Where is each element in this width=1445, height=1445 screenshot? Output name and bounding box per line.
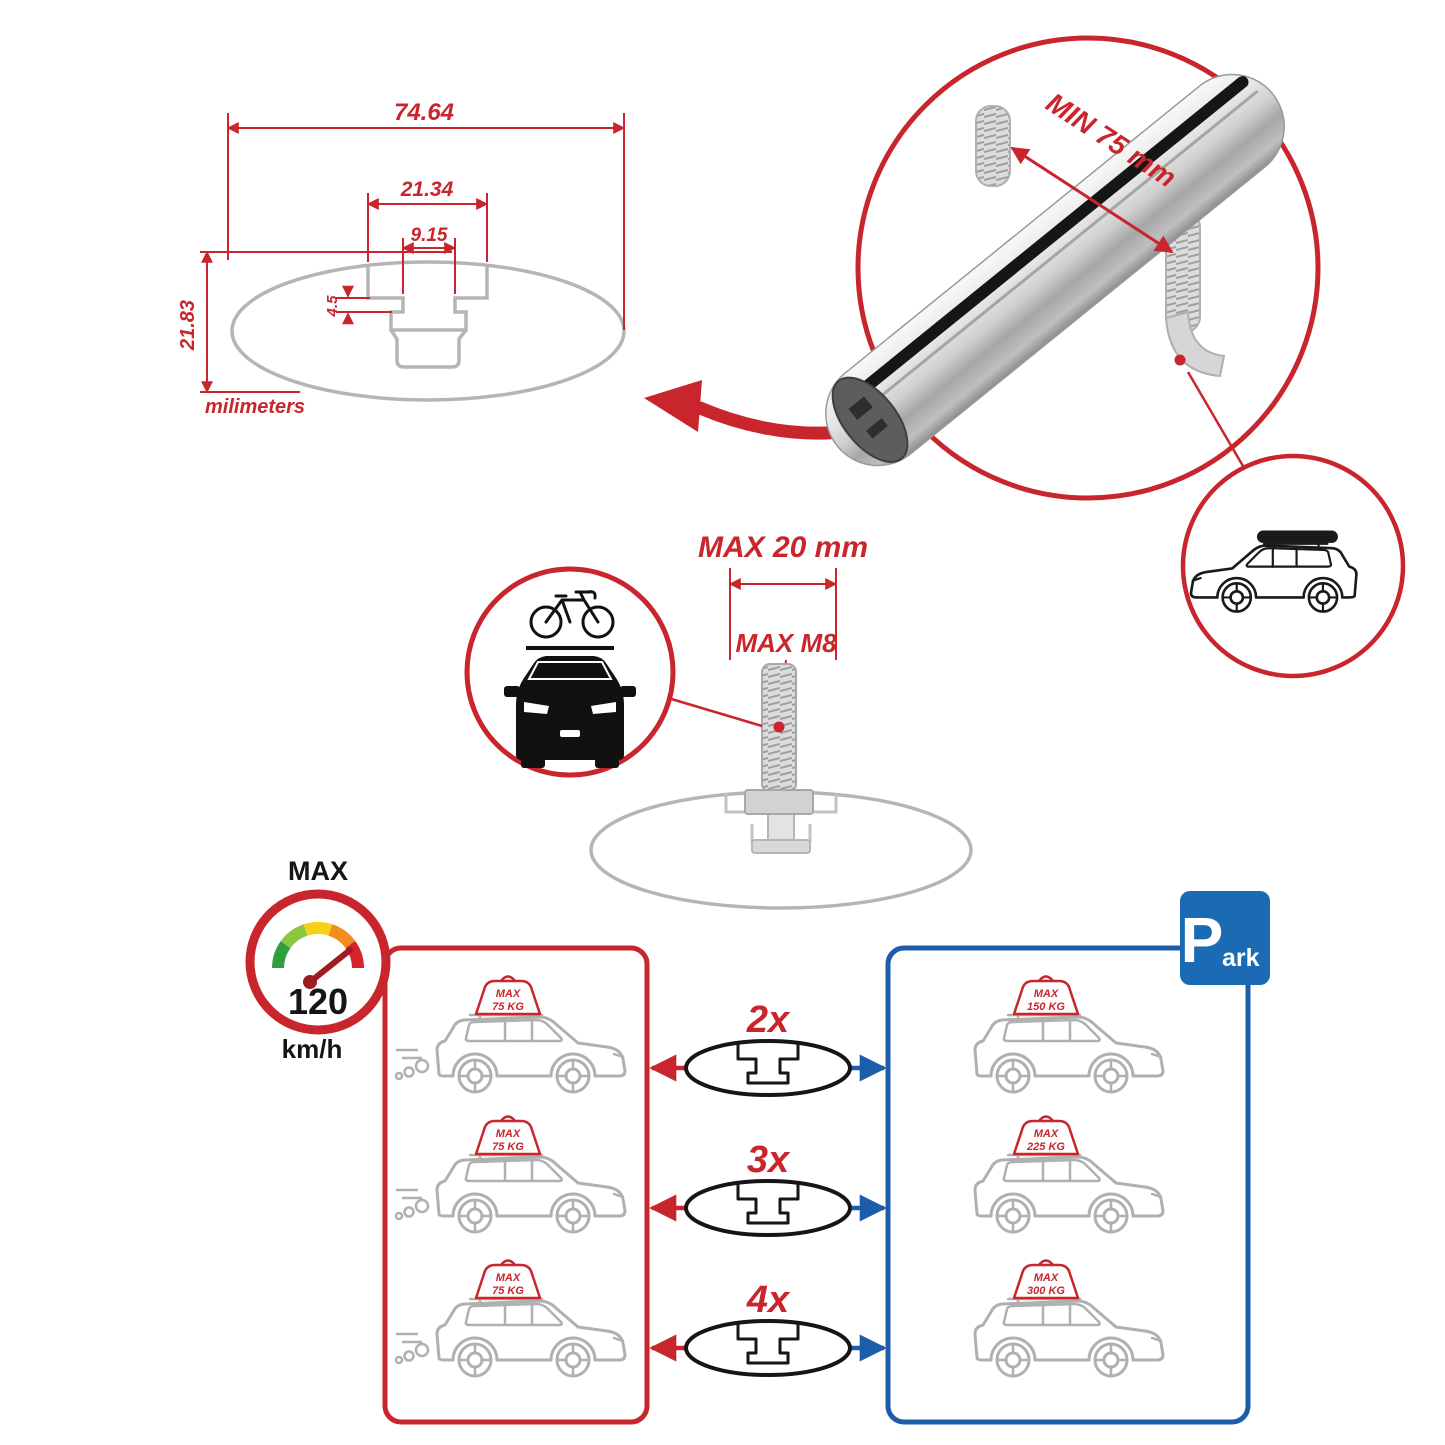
exhaust-smoke (394, 1048, 430, 1081)
parking-letter: P (1181, 904, 1224, 976)
roof-load-badge: MAX 225 KG (1012, 1115, 1080, 1156)
clamp-strap (975, 105, 1226, 378)
bolt-illustration (744, 663, 814, 815)
roof-load-badge: MAX 300 KG (1012, 1259, 1080, 1300)
speedometer-icon (245, 889, 391, 1035)
roof-load-badge: MAX 75 KG (474, 975, 542, 1016)
crossbar-section-icon (684, 1039, 852, 1097)
dim-lip-depth-label: 4.5 (324, 295, 341, 318)
car-left-3: MAX 75 KG (394, 1259, 627, 1378)
bike-roof-callout (464, 566, 763, 778)
clamp-highlight-dot (1174, 354, 1186, 366)
crossbar-count-row-2: 3x (649, 1139, 887, 1237)
roof-load-badge: MAX 75 KG (474, 1259, 542, 1300)
car-right-3: MAX 300 KG (973, 1259, 1165, 1378)
car-left-1: MAX 75 KG (394, 975, 627, 1094)
vehicle-callout (1180, 453, 1406, 679)
svg-text:MAX: MAX (1034, 1128, 1059, 1140)
speed-units: km/h (282, 1034, 343, 1064)
car-right-1: MAX 150 KG (973, 975, 1165, 1094)
bar-profile-slot (366, 266, 489, 332)
bar-end-face (831, 376, 909, 463)
crossbar-count-row-1: 2x (649, 999, 887, 1097)
bar-profile-cavity (389, 328, 468, 369)
capacity-diagram: MAX 120 km/h P ark (245, 856, 1270, 1425)
parking-word-suffix: ark (1222, 944, 1260, 972)
car-front-with-bike-illustration (504, 590, 636, 768)
parking-icon (1180, 891, 1270, 985)
crossbar-section-icon (684, 1319, 852, 1377)
dim-slot-width-label: 9.15 (411, 225, 448, 246)
svg-text:75 KG: 75 KG (492, 1285, 524, 1297)
car-right-2: MAX 225 KG (973, 1115, 1165, 1234)
units-label: milimeters (205, 396, 305, 418)
roof-box (1256, 530, 1338, 543)
dim-total-height-label: 21.83 (177, 300, 199, 351)
svg-text:MAX: MAX (496, 1272, 521, 1284)
bolt-dimension-diagram: MAX 20 mm MAX M8 (464, 531, 973, 910)
svg-text:MAX: MAX (496, 1128, 521, 1140)
count-label: 2x (746, 999, 791, 1041)
crossbar-section-icon (684, 1179, 852, 1237)
exhaust-smoke (394, 1332, 430, 1365)
dim-total-height: 21.83 (177, 250, 452, 394)
suv-with-roofbox-illustration (1189, 530, 1358, 613)
crossbar-count-row-3: 4x (649, 1279, 887, 1377)
crossbar-closeup: MIN 75 mm (825, 35, 1406, 679)
dim-total-width-label: 74.64 (394, 99, 454, 126)
count-label: 4x (746, 1279, 791, 1321)
speed-value: 120 (288, 981, 348, 1022)
gauge-arc (272, 922, 364, 969)
dim-lip-depth: 4.5 (324, 285, 392, 325)
svg-text:75 KG: 75 KG (492, 1141, 524, 1153)
thread-highlight-dot (773, 721, 785, 733)
dim-channel-width: 21.34 (366, 178, 489, 262)
svg-text:75 KG: 75 KG (492, 1001, 524, 1013)
dim-slot-width: 9.15 (401, 225, 457, 294)
speedometer: MAX 120 km/h (245, 856, 391, 1064)
roof-load-badge: MAX 75 KG (474, 1115, 542, 1156)
max-thread-label: MAX M8 (735, 628, 837, 658)
parking-sign: P ark (1180, 891, 1270, 985)
exhaust-smoke (394, 1188, 430, 1221)
max-width-label: MAX 20 mm (698, 531, 868, 564)
svg-text:MAX: MAX (496, 988, 521, 1000)
roof-load-badge: MAX 150 KG (1012, 975, 1080, 1016)
cross-section-drawing: 74.64 21.34 9.15 4.5 21.83 milimeters (177, 99, 626, 418)
bar-profile-ellipse (230, 260, 626, 402)
svg-text:225 KG: 225 KG (1026, 1141, 1065, 1153)
speed-title: MAX (288, 856, 348, 886)
count-label: 3x (747, 1139, 791, 1181)
svg-text:MAX: MAX (1034, 1272, 1059, 1284)
dim-channel-width-label: 21.34 (400, 178, 454, 201)
gauge-needle (307, 947, 353, 985)
svg-text:150 KG: 150 KG (1027, 1001, 1065, 1013)
svg-text:300 KG: 300 KG (1027, 1285, 1065, 1297)
dim-total-width: 74.64 (226, 99, 626, 330)
svg-text:MAX: MAX (1034, 988, 1059, 1000)
car-left-2: MAX 75 KG (394, 1115, 627, 1234)
